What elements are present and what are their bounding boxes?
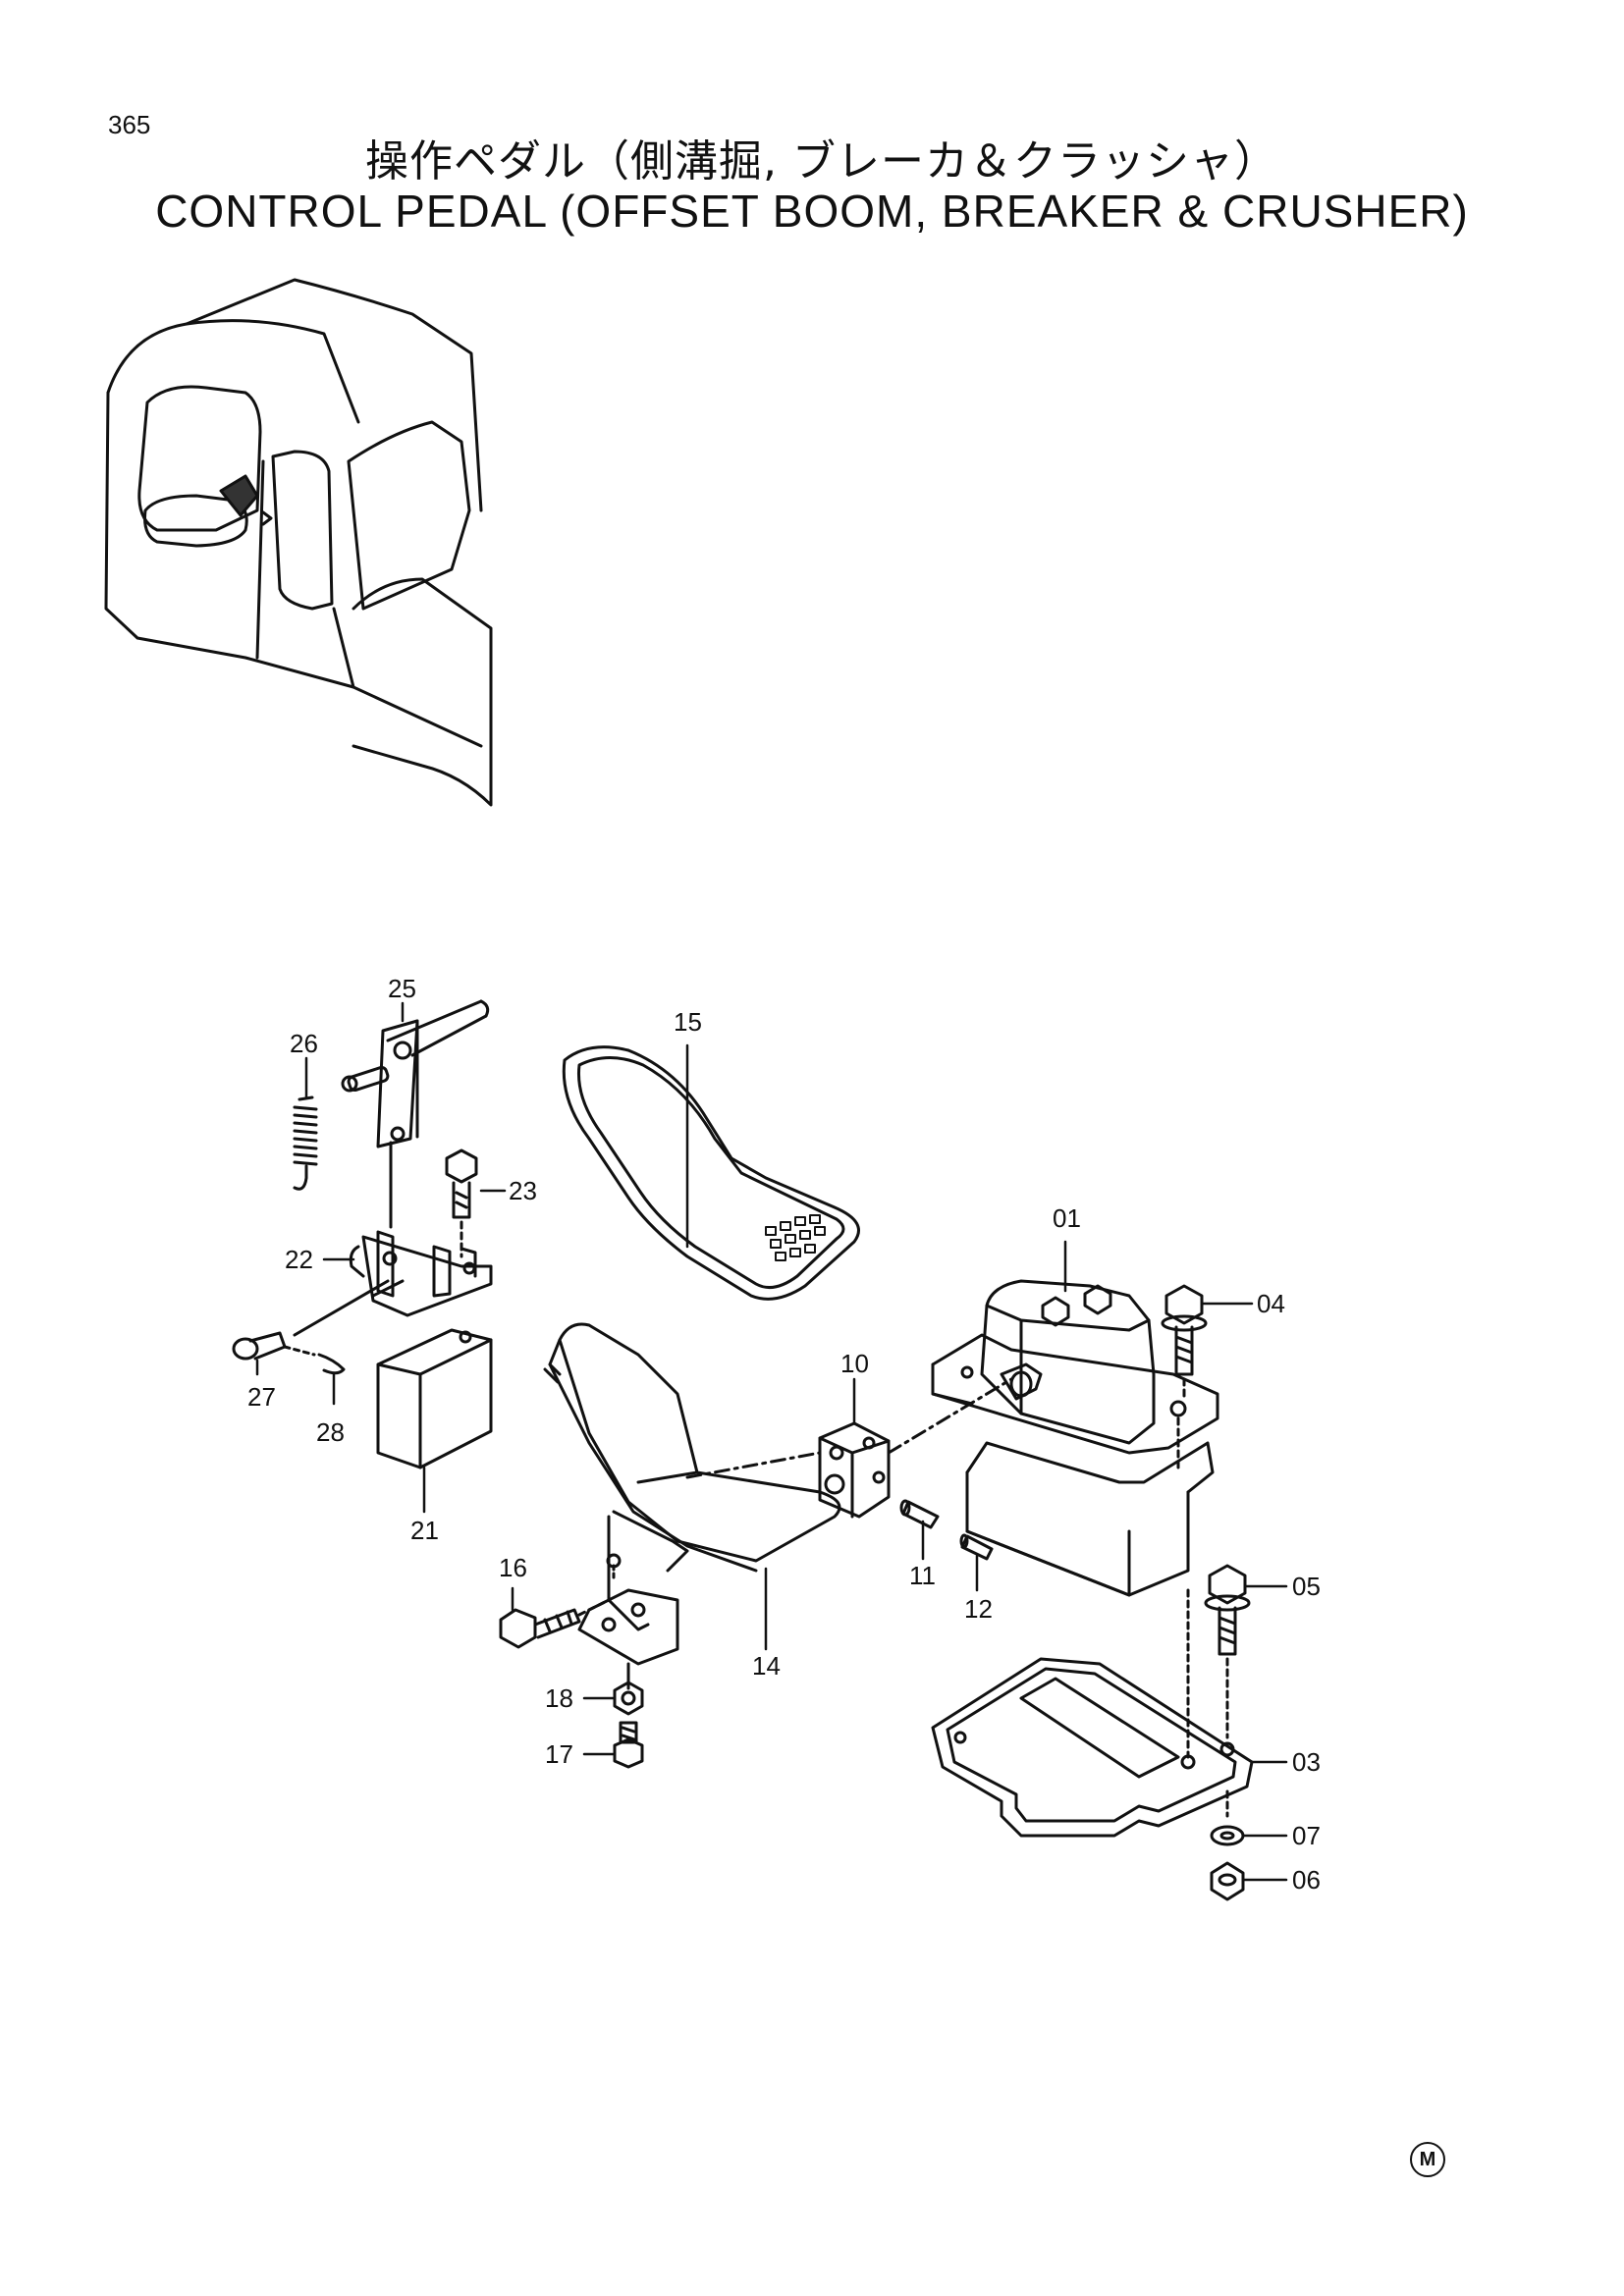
part-26-spring	[293, 1095, 318, 1191]
callout-14: 14	[752, 1651, 781, 1681]
callout-05: 05	[1292, 1572, 1321, 1601]
part-05-bolt	[1186, 1564, 1251, 1759]
part-11-pin	[899, 1499, 940, 1529]
part-23-bolt	[445, 1148, 478, 1258]
callout-25: 25	[388, 974, 416, 1003]
part-25-bracket	[376, 999, 490, 1229]
callout-26: 26	[290, 1029, 318, 1058]
part-18-nut	[613, 1681, 644, 1716]
callout-17: 17	[545, 1739, 573, 1769]
part-17-bolt	[613, 1721, 644, 1769]
callout-10: 10	[840, 1349, 869, 1378]
callout-16: 16	[499, 1553, 527, 1582]
page-number: 365	[108, 110, 151, 139]
cab-location-view	[104, 278, 493, 807]
callout-04: 04	[1257, 1289, 1285, 1318]
circled-m-icon: M	[1410, 2142, 1445, 2177]
part-12-pin	[959, 1533, 994, 1561]
callout-06: 06	[1292, 1865, 1321, 1895]
part-07-washer	[1210, 1825, 1245, 1846]
part-01-pilot-valve	[931, 1279, 1219, 1597]
part-14-pedal	[543, 1322, 841, 1690]
callout-27: 27	[247, 1382, 276, 1412]
part-27-pin	[232, 1331, 287, 1361]
part-15-pedal-cover	[562, 1045, 860, 1301]
callout-21: 21	[410, 1516, 439, 1545]
callout-23: 23	[509, 1176, 537, 1205]
part-16-bolt	[499, 1598, 611, 1649]
callout-12: 12	[964, 1594, 993, 1624]
part-06-nut	[1210, 1861, 1245, 1901]
callout-01: 01	[1053, 1203, 1081, 1233]
pin	[341, 1065, 390, 1093]
callout-labels: 25 26 23 22 15 01 04 10 27 28 21 16 11 1…	[247, 974, 1321, 1895]
part-22-bracket	[293, 1230, 493, 1337]
part-03-plate	[931, 1657, 1254, 1838]
part-21-block	[376, 1328, 493, 1469]
grip-pattern	[765, 1214, 826, 1261]
callout-28: 28	[316, 1417, 345, 1447]
part-10-block	[685, 1377, 1013, 1519]
part-28-clip	[283, 1345, 346, 1375]
title-english: CONTROL PEDAL (OFFSET BOOM, BREAKER & CR…	[155, 186, 1469, 237]
title-japanese: 操作ペダル（側溝掘, ブレーカ＆クラッシャ）	[365, 136, 1278, 187]
callout-07: 07	[1292, 1821, 1321, 1850]
leader-lines	[255, 1001, 1288, 1882]
callout-22: 22	[285, 1245, 313, 1274]
callout-15: 15	[674, 1007, 702, 1037]
callout-11: 11	[909, 1561, 936, 1590]
part-04-bolt	[1161, 1284, 1208, 1401]
callout-18: 18	[545, 1683, 573, 1713]
callout-03: 03	[1292, 1747, 1321, 1777]
